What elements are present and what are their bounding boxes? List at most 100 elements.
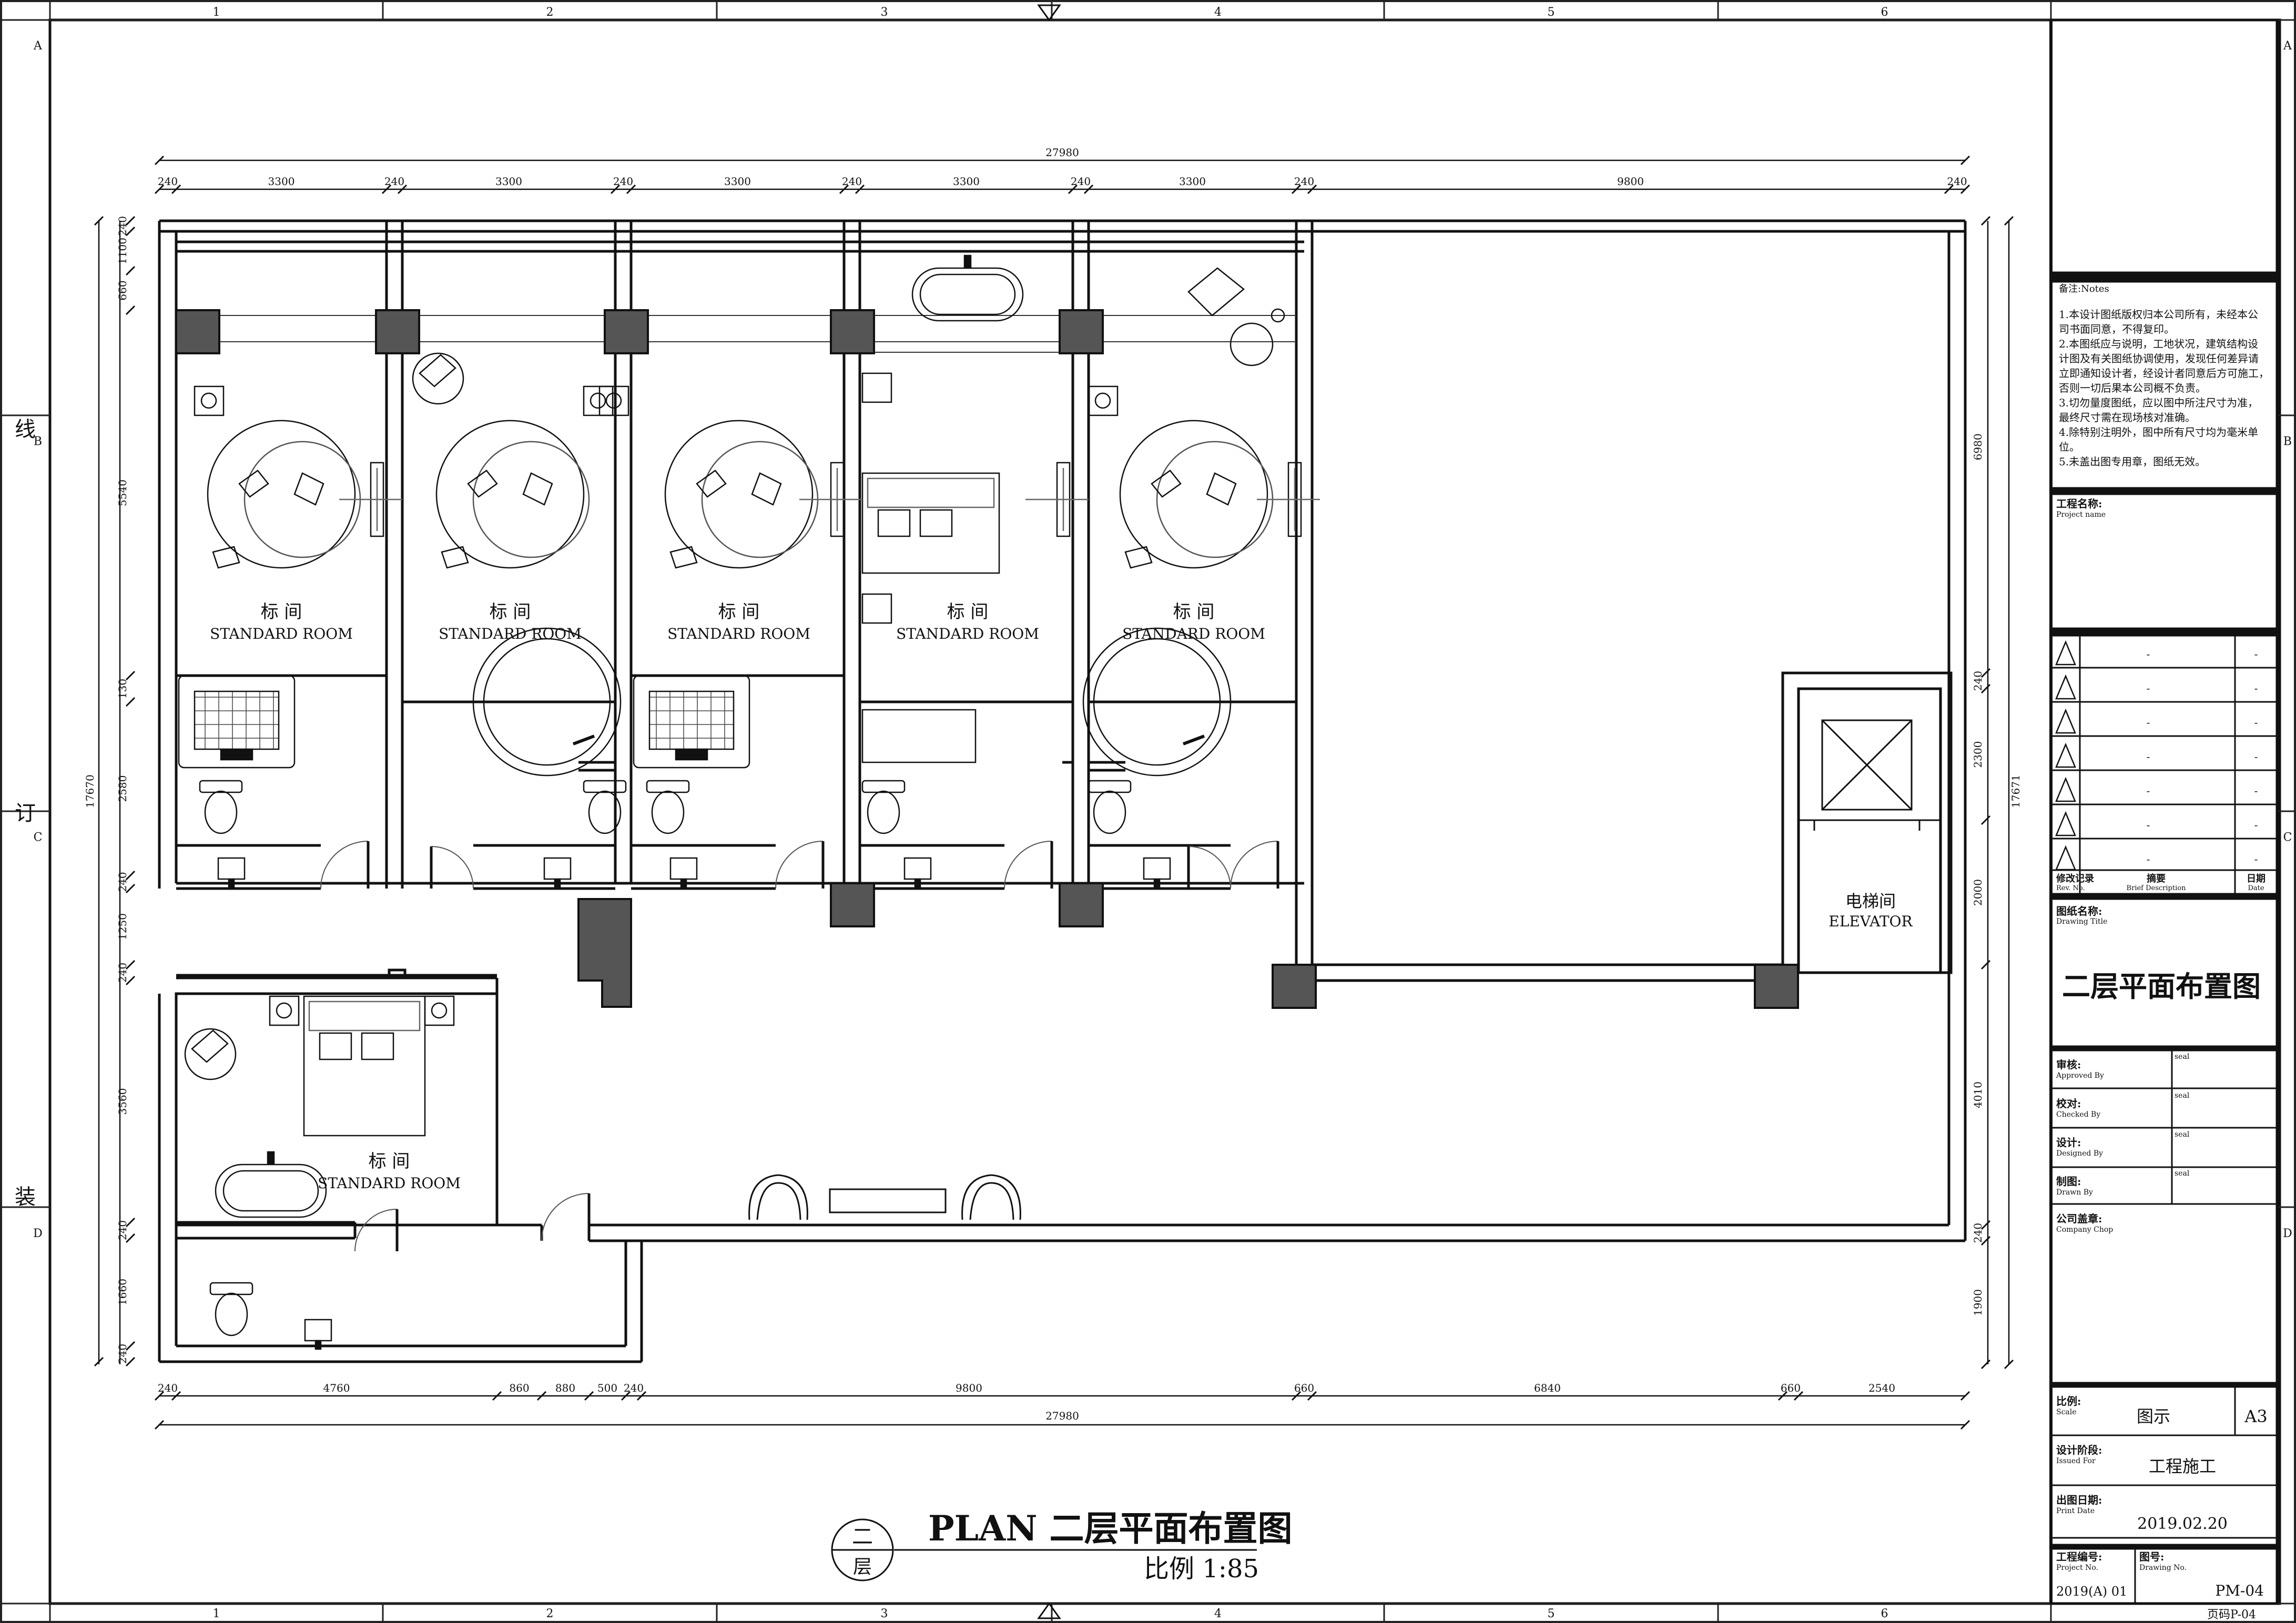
revision-triangle-icon: [2055, 742, 2076, 768]
grid-col-bottom-1: 1: [213, 1607, 220, 1620]
grid-col-top-5: 5: [1548, 6, 1555, 19]
toilet: [209, 1282, 253, 1336]
binding-marks: 线 订 装: [0, 417, 50, 1209]
signoff-label-en: Approved By: [2056, 1071, 2104, 1080]
lounge-chair: [184, 1028, 237, 1080]
column: [830, 882, 875, 927]
grid-row-left-B: B: [34, 435, 42, 448]
dim-total-left: 17670: [84, 774, 96, 808]
elevator-label-cn: 电梯间: [1845, 891, 1896, 911]
binding-mark-seal: 装: [15, 1185, 36, 1209]
dim-total-bottom: 27980: [1045, 1410, 1079, 1422]
dim-label: 240: [1972, 1223, 1984, 1243]
room-label-en: STANDARD ROOM: [439, 625, 582, 642]
signoff-seal: seal: [2175, 1130, 2190, 1139]
project-no-value: 2019(A) 01: [2056, 1584, 2127, 1599]
revision-triangle-icon: [2055, 708, 2076, 734]
structural-columns: [175, 309, 1799, 1009]
bathtub-tiled: [633, 675, 750, 769]
freestanding-tub: [215, 1151, 327, 1218]
armchair: [1187, 267, 1285, 366]
floor-badge-top: 二: [852, 1525, 873, 1549]
nightstand: [269, 995, 300, 1026]
dim-label: 2580: [116, 775, 129, 802]
grid-col-bottom-5: 5: [1548, 1607, 1555, 1620]
center-markers: [1037, 4, 1061, 1619]
lounge-chair: [412, 352, 464, 405]
dim-label: 240: [613, 175, 633, 188]
grid-row-left-A: A: [33, 39, 43, 53]
revision-desc: -: [2147, 819, 2150, 831]
revision-date: -: [2254, 853, 2258, 865]
note-line: 司书面同意，不得复印。: [2059, 323, 2175, 335]
plan-walls: [158, 219, 1967, 1363]
dim-label: 240: [1972, 671, 1984, 691]
dim-label: 3300: [1179, 175, 1206, 188]
dim-label: 3300: [495, 175, 522, 188]
nightstand: [1088, 385, 1119, 416]
round-bed: [664, 420, 819, 569]
grid-col-top-4: 4: [1214, 6, 1222, 19]
column: [1059, 309, 1104, 354]
door-swing: [1230, 841, 1279, 889]
note-line: 计图及有关图纸协调使用，发现任何差异请: [2059, 352, 2259, 365]
issued-for-value: 工程施工: [2149, 1456, 2216, 1476]
project-name-label-en: Project name: [2056, 511, 2106, 519]
revision-desc: -: [2147, 750, 2150, 763]
revision-triangle-icon: [2055, 674, 2076, 700]
project-name-label: 工程名称:: [2056, 497, 2102, 510]
dim-label: 130: [116, 679, 129, 699]
dim-label: 9800: [956, 1382, 982, 1394]
dim-label: 660: [116, 280, 129, 300]
revision-desc: -: [2147, 716, 2150, 729]
sink: [1143, 857, 1171, 889]
grid-col-top-1: 1: [213, 6, 220, 19]
dim-label: 240: [116, 216, 129, 236]
revision-triangle-icon: [2055, 811, 2076, 836]
door-swing: [775, 841, 825, 889]
dim-label: 9800: [1617, 175, 1644, 188]
company-chop-label: 公司盖章:: [2056, 1212, 2102, 1225]
grid-row-left-C: C: [34, 831, 43, 844]
dim-label: 660: [1294, 1382, 1314, 1394]
window-lines: [176, 315, 1296, 353]
signoff-seal: seal: [2175, 1091, 2190, 1100]
note-line: 4.除特别注明外，图中所有尺寸均为毫米单: [2059, 426, 2258, 438]
nightstand: [583, 385, 614, 416]
room-label-en: STANDARD ROOM: [210, 625, 353, 642]
note-line: 最终尺寸需在现场核对准确。: [2059, 411, 2196, 424]
elevator-label-en: ELEVATOR: [1828, 913, 1913, 930]
grid-col-bottom-2: 2: [546, 1607, 554, 1620]
drawing-title-label-en: Drawing Title: [2056, 917, 2107, 926]
page-number: 页码P-04: [2207, 1608, 2256, 1621]
note-line: 位。: [2059, 441, 2080, 453]
signoff-label: 设计:: [2056, 1136, 2081, 1149]
column: [1059, 882, 1104, 927]
signoff-label: 审核:: [2056, 1058, 2081, 1071]
door-swing: [354, 1209, 399, 1252]
dim-label: 240: [842, 175, 862, 188]
nightstand: [194, 385, 225, 416]
notes-label: 备注:Notes: [2059, 283, 2109, 294]
column: [1754, 964, 1799, 1009]
dim-label: 240: [158, 1382, 178, 1394]
note-line: 5.未盖出图专用章，图纸无效。: [2059, 455, 2206, 468]
room-label-cn: 标 间: [1173, 601, 1215, 622]
drawing-no-label-en: Drawing No.: [2139, 1564, 2187, 1572]
signoff-label-en: Designed By: [2056, 1149, 2103, 1158]
dim-label: 660: [1781, 1382, 1801, 1394]
door-swing: [320, 841, 370, 889]
revision-date: -: [2254, 784, 2258, 797]
note-line: 2.本图纸应与说明，工地状况，建筑结构设: [2059, 338, 2258, 350]
tv-console: [339, 462, 402, 537]
note-line: 1.本设计图纸版权归本公司所有，未经本公: [2059, 308, 2258, 321]
grid-row-right-B: B: [2283, 435, 2292, 448]
dim-label: 240: [116, 872, 129, 892]
double-bed: [861, 472, 1000, 574]
dim-label: 3300: [268, 175, 295, 188]
grid-row-right-C: C: [2283, 831, 2292, 844]
